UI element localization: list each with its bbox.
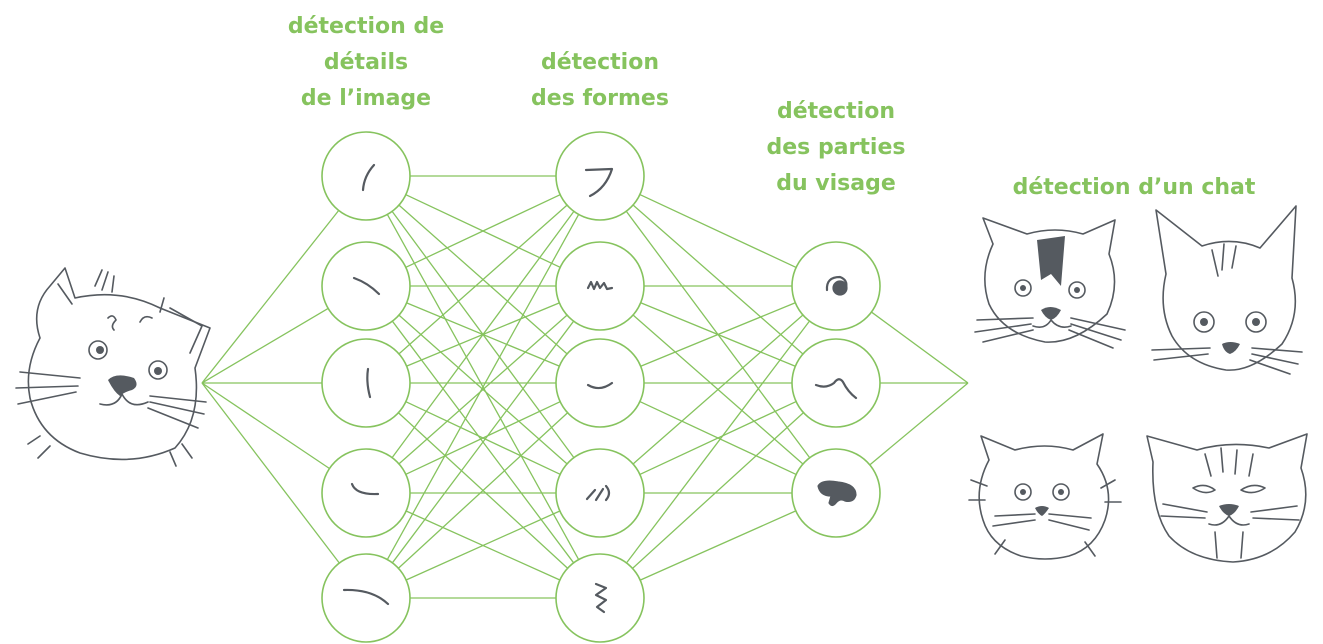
connection-layer-2-to-3	[639, 193, 797, 269]
connection-layer-1-to-2	[397, 412, 569, 569]
connection-layer-1-to-2	[405, 510, 561, 581]
double-stroke-icon	[585, 484, 611, 502]
cat-sketch-input-icon	[15, 267, 211, 467]
layer-title-cat: détection d’un chat	[1013, 175, 1256, 200]
node-details-2	[321, 241, 411, 331]
connection-layer-2-to-3	[632, 314, 804, 465]
node-face-parts-2	[791, 338, 881, 428]
eye-icon	[825, 275, 848, 296]
node-shapes-4	[555, 448, 645, 538]
connection-layer-1-to-2	[391, 320, 575, 564]
layer-title-details-line-2: détails	[324, 50, 408, 75]
layer-title-details-line-3: de l’image	[301, 86, 431, 111]
cat-face-3-icon	[968, 433, 1122, 560]
layer-title-face-parts-line-1: détection	[777, 99, 895, 124]
connection-layer-1-to-2	[405, 401, 561, 475]
horizontal-curve-stroke-icon	[350, 482, 380, 496]
connection-input-to-details	[201, 382, 340, 564]
squiggle-shape-icon	[586, 280, 614, 291]
node-face-parts-1	[791, 241, 881, 331]
connection-layer-1-to-2	[391, 211, 575, 458]
node-details-5	[321, 553, 411, 643]
connection-layer-1-to-2	[405, 194, 561, 268]
connection-layer-2-to-3	[639, 510, 797, 581]
layer-title-face-parts-line-3: du visage	[776, 171, 896, 196]
layer-title-face-parts-line-2: des parties	[767, 135, 906, 160]
curve-stroke-icon	[361, 163, 376, 192]
layer-title-shapes-line-2: des formes	[531, 86, 669, 111]
layer-title-details-line-1: détection de	[288, 14, 444, 39]
layer-details	[321, 131, 411, 643]
connection-layer-2-to-3	[639, 400, 797, 476]
connection-face-parts-to-output	[871, 311, 969, 384]
angle-shape-icon	[584, 167, 614, 198]
node-shapes-3	[555, 338, 645, 428]
long-curve-stroke-icon	[342, 588, 390, 606]
connection-input-to-details	[201, 210, 340, 384]
layer-title-shapes-line-1: détection	[541, 50, 659, 75]
smile-curve-icon	[586, 381, 614, 390]
node-face-parts-3	[791, 448, 881, 538]
cat-face-1-icon	[974, 217, 1126, 349]
node-shapes-5	[555, 553, 645, 643]
connection-input-to-details	[201, 307, 329, 384]
vertical-stroke-icon	[366, 367, 372, 399]
mouth-icon	[814, 378, 858, 400]
connection-layer-1-to-2	[386, 214, 580, 560]
connections	[201, 175, 969, 599]
connection-layer-2-to-3	[626, 320, 810, 564]
node-shapes-2	[555, 241, 645, 331]
layer-shapes	[555, 131, 645, 643]
node-details-3	[321, 338, 411, 428]
node-shapes-1	[555, 131, 645, 221]
connection-face-parts-to-output	[869, 382, 969, 466]
layer-title-face-parts: détection des parties du visage	[767, 99, 906, 196]
diagonal-stroke-icon	[352, 276, 381, 296]
layer-title-shapes: détection des formes	[531, 50, 669, 111]
node-details-1	[321, 131, 411, 221]
nose-icon	[817, 480, 857, 507]
connection-layer-1-to-2	[398, 314, 568, 465]
connection-layer-2-to-3	[632, 412, 804, 569]
layer-face-parts	[791, 241, 881, 538]
connection-layer-2-to-3	[640, 302, 796, 367]
cat-face-2-icon	[1151, 205, 1303, 375]
connection-layer-2-to-3	[632, 204, 804, 355]
layer-title-details: détection de détails de l’image	[288, 14, 444, 111]
connection-input-to-details	[201, 382, 330, 470]
zigzag-shape-icon	[594, 582, 608, 614]
connection-layer-1-to-2	[398, 204, 568, 355]
node-details-4	[321, 448, 411, 538]
cat-face-4-icon	[1146, 433, 1308, 563]
